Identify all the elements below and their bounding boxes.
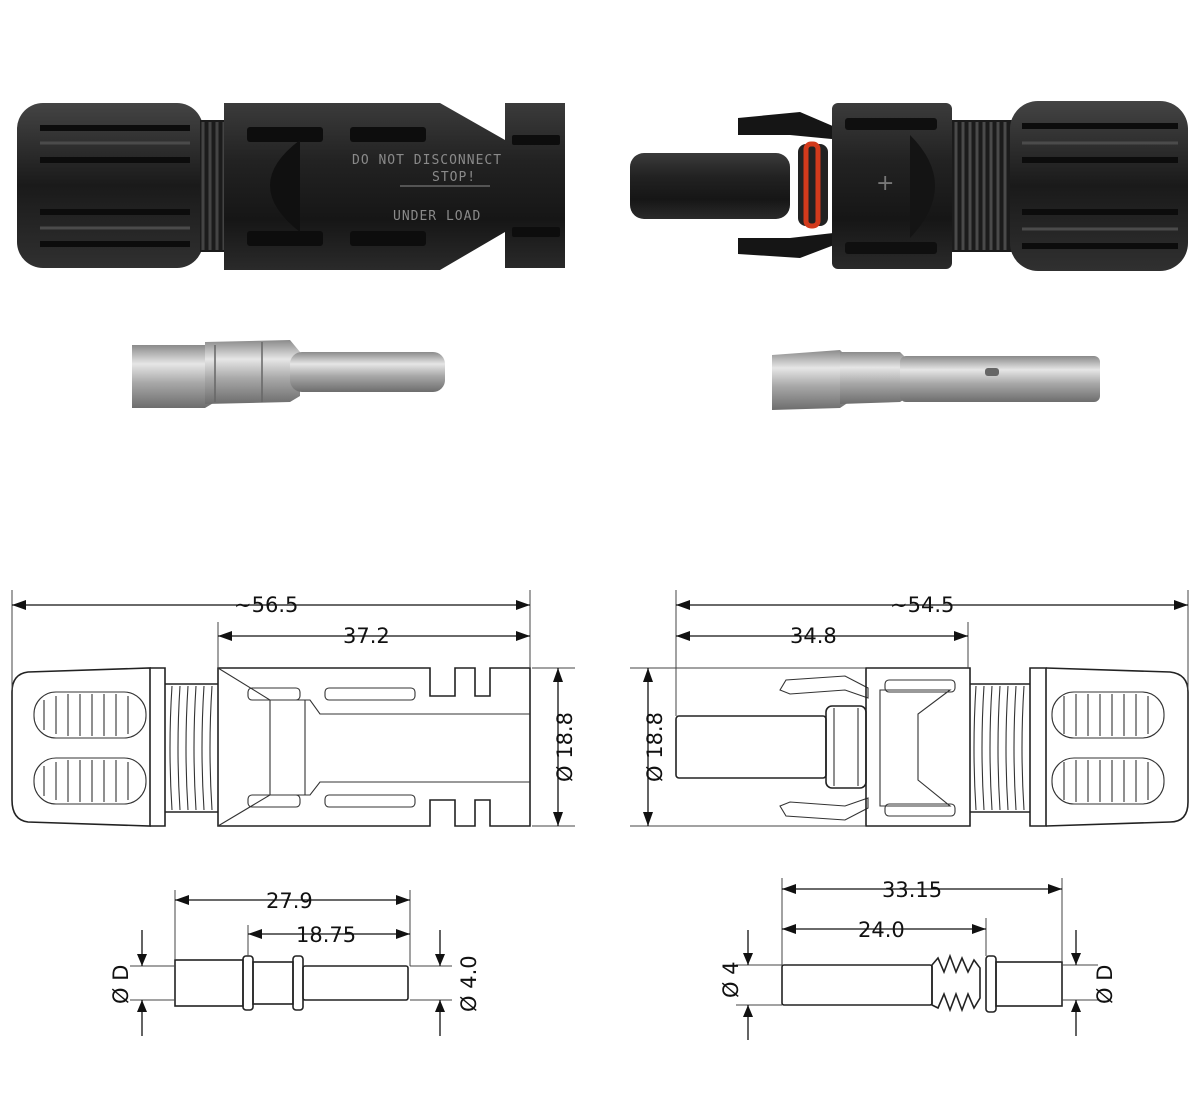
- dim-male-pin-body: 24.0: [858, 918, 905, 942]
- male-connector-drawing: [675, 667, 1189, 827]
- male-body: [832, 103, 952, 269]
- dim-female-pin-4: Ø 4.0: [457, 955, 481, 1012]
- dim-female-body: 37.2: [343, 624, 390, 648]
- dim-female-pin-length: 27.9: [266, 889, 313, 913]
- nut-ridges: [40, 125, 190, 247]
- female-label-line1: DO NOT DISCONNECT: [352, 153, 502, 168]
- male-dimensions: ~54.5 34.8 Ø 18.8: [630, 590, 1189, 827]
- female-contact-pin-photo: [132, 340, 445, 408]
- male-pin-tube: [630, 153, 790, 219]
- female-body: [224, 103, 565, 270]
- male-pin-drawing: 33.15 24.0 Ø 4 Ø D: [719, 878, 1117, 1040]
- seal-ring: [798, 144, 828, 226]
- female-pin-drawing: 27.9 18.75 Ø D Ø 4.0: [109, 889, 481, 1036]
- female-label-line3: UNDER LOAD: [393, 209, 481, 224]
- dim-female-pin-d: Ø D: [109, 965, 133, 1004]
- dim-female-pin-body: 18.75: [296, 923, 356, 947]
- male-connector-photo: +: [630, 101, 1188, 271]
- dim-male-overall: ~54.5: [890, 593, 954, 617]
- dim-female-diameter: Ø 18.8: [553, 712, 577, 782]
- polarity-mark: +: [876, 171, 894, 196]
- dim-male-body: 34.8: [790, 624, 837, 648]
- female-connector-photo: DO NOT DISCONNECT STOP! UNDER LOAD: [17, 103, 565, 270]
- female-label-line2: STOP!: [432, 170, 476, 185]
- female-connector-drawing: [11, 667, 531, 827]
- female-dimensions: ~56.5 37.2 Ø 18.8: [11, 590, 577, 827]
- male-contact-pin-photo: [772, 350, 1100, 410]
- dim-male-diameter: Ø 18.8: [643, 712, 667, 782]
- dim-female-overall: ~56.5: [234, 593, 298, 617]
- dim-male-pin-length: 33.15: [882, 878, 942, 902]
- dim-male-pin-d: Ø D: [1093, 965, 1117, 1004]
- dim-male-pin-4: Ø 4: [719, 961, 743, 998]
